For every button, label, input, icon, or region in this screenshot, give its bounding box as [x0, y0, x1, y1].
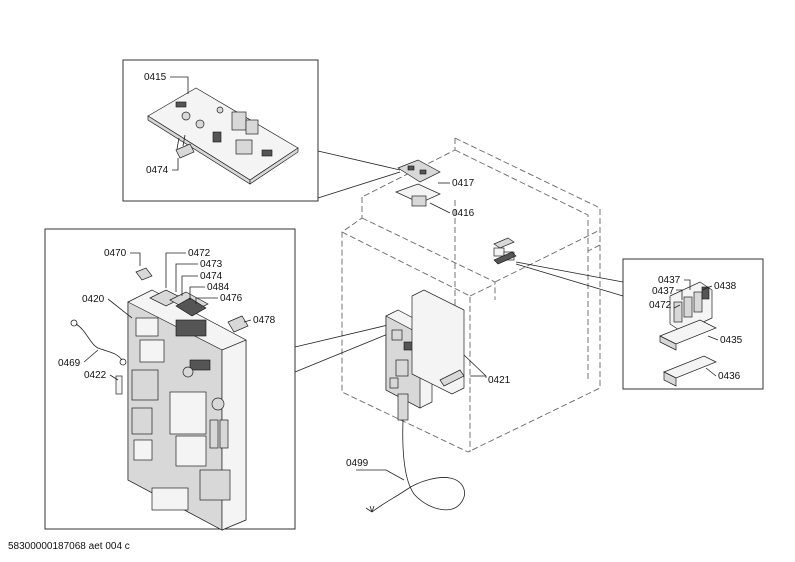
- label-0422: 0422: [84, 370, 107, 381]
- top-board-inset: [122, 59, 319, 202]
- label-0421: 0421: [488, 375, 511, 386]
- label-0435: 0435: [720, 335, 743, 346]
- label-0472-right: 0472: [649, 300, 672, 311]
- label-0476: 0476: [220, 293, 243, 304]
- label-0416: 0416: [452, 208, 475, 219]
- label-0417: 0417: [452, 178, 475, 189]
- label-0437-mid: 0437: [652, 286, 675, 297]
- label-0438: 0438: [714, 281, 737, 292]
- label-0499: 0499: [346, 458, 369, 469]
- label-0470: 0470: [104, 248, 127, 259]
- label-0473: 0473: [200, 259, 223, 270]
- label-0420: 0420: [82, 294, 105, 305]
- housing-top-parts: [395, 159, 451, 214]
- housing-terminal-part: [493, 237, 517, 265]
- main-board-inset: [44, 228, 296, 531]
- label-0437-top: 0437: [658, 275, 681, 286]
- power-cable: [356, 393, 465, 513]
- drawing-id-footer: 58300000187068 aet 004 c: [8, 541, 130, 552]
- label-0474-left: 0474: [200, 271, 223, 282]
- label-0469: 0469: [58, 358, 81, 369]
- top-inset-leaders: [317, 150, 401, 199]
- label-0472-left: 0472: [188, 248, 211, 259]
- label-0436: 0436: [718, 371, 741, 382]
- main-board-leaders: [294, 324, 389, 373]
- label-0415: 0415: [144, 72, 167, 83]
- mounted-main-board: [385, 289, 487, 409]
- oven-housing: [341, 137, 601, 453]
- label-0478: 0478: [253, 315, 276, 326]
- label-0484: 0484: [207, 282, 230, 293]
- label-0474-top: 0474: [146, 165, 169, 176]
- terminal-leaders: [515, 261, 624, 297]
- terminal-block-inset: [622, 258, 764, 390]
